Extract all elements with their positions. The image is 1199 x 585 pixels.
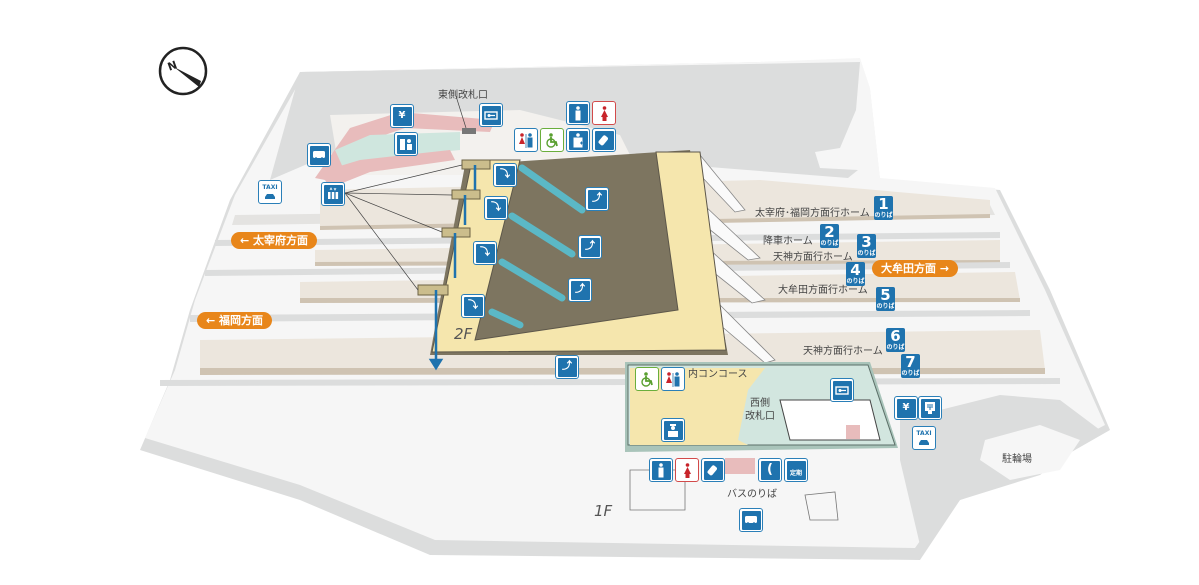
floor-label-1f: 1F bbox=[594, 502, 613, 520]
elevator-icon bbox=[321, 182, 345, 206]
bus-icon-east bbox=[307, 143, 331, 167]
north-arrow-compass-icon: N bbox=[158, 46, 208, 96]
bus-stop-label: バスのりば bbox=[727, 489, 777, 500]
bicycle-parking-inner bbox=[980, 425, 1080, 480]
wheelchair-accessible-icon-1f bbox=[635, 367, 659, 391]
mens-toilet-icon-1f bbox=[649, 458, 673, 482]
taxi-icon-east: TAXI bbox=[258, 180, 282, 204]
commuter-pass-office-icon: 定期 bbox=[784, 458, 808, 482]
ticket-gates-inner bbox=[779, 399, 881, 441]
ticket-machine-icon bbox=[394, 132, 418, 156]
ostomate-icon bbox=[566, 128, 590, 152]
floor-label-2f: 2F bbox=[454, 325, 473, 343]
atm-icon-west: ¥ bbox=[894, 396, 918, 420]
crosswalk-pink bbox=[315, 112, 495, 182]
pink-block bbox=[846, 425, 860, 439]
elevator-arrows bbox=[428, 165, 477, 371]
platform-6-name: 天神方面行ホーム bbox=[803, 346, 883, 357]
escalator-down-icon-2: ⤵ bbox=[484, 196, 508, 220]
escalator-down-icon-1: ⤵ bbox=[493, 163, 517, 187]
east-gate-marker bbox=[462, 128, 476, 134]
baby-bottle-icon bbox=[592, 128, 616, 152]
west-gate-label-2: 改札口 bbox=[745, 411, 775, 422]
telephone-icon: ( bbox=[758, 458, 782, 482]
escalator-up-icon-3: ⤴ bbox=[568, 278, 592, 302]
direction-fukuoka: ← 福岡方面 bbox=[197, 312, 273, 329]
crosswalk-pink-2 bbox=[320, 150, 455, 188]
platform-2-name: 降車ホーム bbox=[763, 236, 813, 247]
platform-1-name: 太宰府･福岡方面行ホーム bbox=[755, 208, 870, 219]
multipurpose-toilet-icon bbox=[514, 128, 538, 152]
elevators bbox=[417, 159, 491, 296]
platform-5-name: 大牟田方面行ホーム bbox=[778, 285, 868, 296]
escalator-up-icon-1: ⤴ bbox=[585, 187, 609, 211]
coin-locker-icon-1f bbox=[830, 378, 854, 402]
station-staff-icon bbox=[661, 418, 685, 442]
bus-icon-west bbox=[739, 508, 763, 532]
escalator-down-icon-3: ⤵ bbox=[473, 241, 497, 265]
baby-bottle-icon-1f bbox=[701, 458, 725, 482]
womens-toilet-icon-1f bbox=[675, 458, 699, 482]
svg-text:N: N bbox=[166, 58, 179, 73]
bicycle-parking-label: 駐輪場 bbox=[1002, 454, 1032, 465]
wheelchair-accessible-icon bbox=[540, 128, 564, 152]
elevator-leader-lines bbox=[344, 95, 467, 291]
escalator-up-icon-4: ⤴ bbox=[555, 355, 579, 379]
east-gate-label: 東側改札口 bbox=[438, 90, 488, 101]
toilet-icon-1f bbox=[661, 367, 685, 391]
pink-block-2 bbox=[725, 458, 755, 474]
escalators bbox=[488, 164, 586, 329]
taxi-icon-west: TAXI bbox=[912, 426, 936, 450]
atm-icon: ¥ bbox=[390, 104, 414, 128]
inner-concourse-label: 内コンコース bbox=[688, 369, 748, 380]
escalator-up-icon-2: ⤴ bbox=[578, 235, 602, 259]
coin-locker-icon bbox=[479, 103, 503, 127]
direction-dazaifu: ← 太宰府方面 bbox=[231, 232, 318, 249]
escalator-down-icon-4: ⤵ bbox=[461, 294, 485, 318]
mens-toilet-icon bbox=[566, 101, 590, 125]
west-gate-label-1: 西側 bbox=[750, 398, 770, 409]
womens-toilet-icon bbox=[592, 101, 616, 125]
platform-3-name: 天神方面行ホーム bbox=[773, 252, 853, 263]
post-box-icon bbox=[918, 396, 942, 420]
compass: N bbox=[157, 45, 209, 97]
road-top bbox=[270, 62, 860, 180]
direction-omuta: 大牟田方面 → bbox=[872, 260, 959, 277]
